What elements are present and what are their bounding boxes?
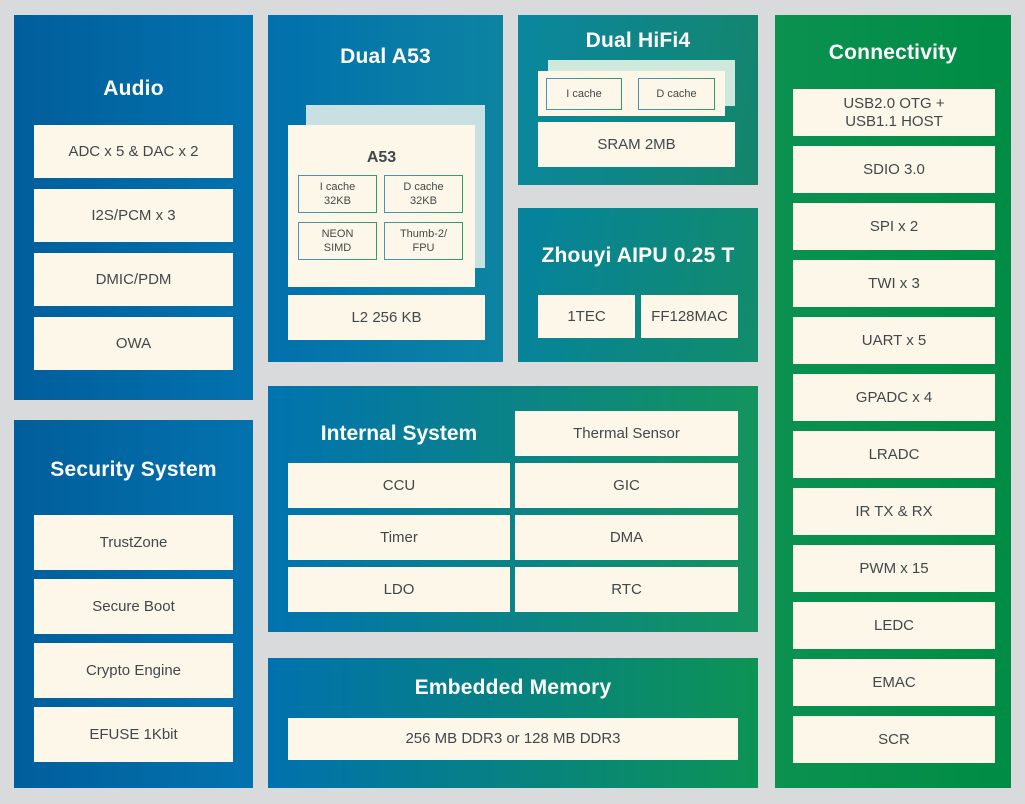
dual-a53-title: Dual A53 [340, 45, 431, 68]
a53-core-unit: D cache 32KB [384, 175, 463, 213]
hifi4-sram: SRAM 2MB [538, 122, 735, 167]
a53-core-label: A53 [366, 149, 397, 166]
connectivity-item: PWM x 15 [793, 545, 995, 592]
block-audio: Audio ADC x 5 & DAC x 2 I2S/PCM x 3 DMIC/P… [14, 15, 253, 400]
security-title: Security System [50, 458, 217, 481]
hifi4-core-units: I cache D cache [546, 78, 715, 110]
a53-core-unit: I cache 32KB [298, 175, 377, 213]
hifi4-core-unit: I cache [546, 78, 622, 110]
memory-items: 256 MB DDR3 or 128 MB DDR3 [288, 718, 738, 760]
internal-system-title: Internal System [320, 421, 478, 445]
embedded-memory-title: Embedded Memory [414, 676, 612, 699]
security-item: EFUSE 1Kbit [34, 707, 233, 762]
connectivity-item: IR TX & RX [793, 488, 995, 535]
connectivity-item: GPADC x 4 [793, 374, 995, 421]
security-item: Secure Boot [34, 579, 233, 634]
a53-l2-cache: L2 256 KB [288, 295, 485, 340]
a53-core-unit: Thumb-2/ FPU [384, 222, 463, 260]
block-embedded-memory: Embedded Memory 256 MB DDR3 or 128 MB DD… [268, 658, 758, 788]
internal-item: CCU [288, 463, 510, 508]
block-connectivity: Connectivity USB2.0 OTG + USB1.1 HOST SDI… [775, 15, 1011, 788]
connectivity-item: USB2.0 OTG + USB1.1 HOST [793, 89, 995, 136]
connectivity-item: SDIO 3.0 [793, 146, 995, 193]
connectivity-title: Connectivity [828, 41, 958, 64]
audio-item: ADC x 5 & DAC x 2 [34, 125, 233, 178]
audio-items: ADC x 5 & DAC x 2 I2S/PCM x 3 DMIC/PDM OWA [34, 125, 233, 370]
audio-item: I2S/PCM x 3 [34, 189, 233, 242]
connectivity-item: LRADC [793, 431, 995, 478]
security-item: Crypto Engine [34, 643, 233, 698]
connectivity-item: UART x 5 [793, 317, 995, 364]
audio-title: Audio [103, 77, 164, 100]
audio-item: OWA [34, 317, 233, 370]
internal-item: RTC [515, 567, 738, 612]
aipu-item: 1TEC [538, 295, 635, 338]
internal-item: GIC [515, 463, 738, 508]
internal-item: DMA [515, 515, 738, 560]
connectivity-item: TWI x 3 [793, 260, 995, 307]
connectivity-item: LEDC [793, 602, 995, 649]
memory-item: 256 MB DDR3 or 128 MB DDR3 [288, 718, 738, 760]
dual-hifi4-title: Dual HiFi4 [585, 29, 691, 52]
aipu-title: Zhouyi AIPU 0.25 T [541, 244, 735, 267]
internal-item: Thermal Sensor [515, 411, 738, 456]
internal-item: LDO [288, 567, 510, 612]
connectivity-item: SPI x 2 [793, 203, 995, 250]
connectivity-item: SCR [793, 716, 995, 763]
a53-core-unit: NEON SIMD [298, 222, 377, 260]
connectivity-item: EMAC [793, 659, 995, 706]
block-dual-hifi4: Dual HiFi4 I cache D cache SRAM 2MB [518, 15, 758, 185]
aipu-item: FF128MAC [641, 295, 738, 338]
hifi4-core-card: I cache D cache [538, 71, 725, 116]
audio-item: DMIC/PDM [34, 253, 233, 306]
security-item: TrustZone [34, 515, 233, 570]
hifi4-core-unit: D cache [638, 78, 715, 110]
internal-item: Timer [288, 515, 510, 560]
